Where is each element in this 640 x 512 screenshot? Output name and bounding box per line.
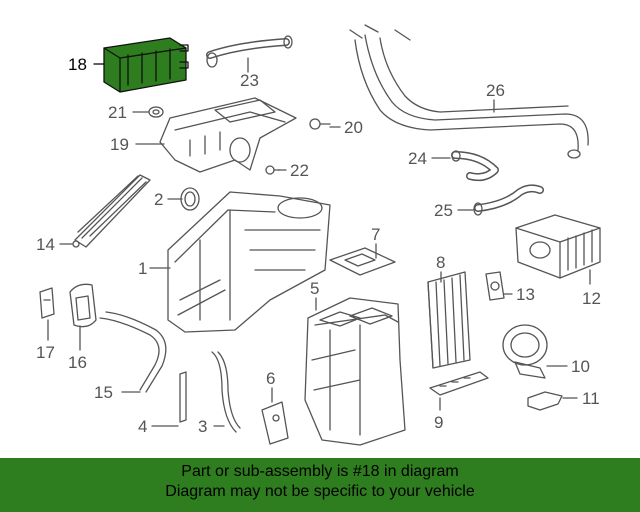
part-13-actuator[interactable] — [485, 271, 505, 301]
part-19-housing-cover[interactable] — [159, 97, 297, 173]
callout-2: 2 — [154, 190, 163, 209]
callout-21: 21 — [108, 103, 127, 122]
callout-10: 10 — [571, 357, 590, 376]
part-8-cabin-filter[interactable] — [427, 271, 471, 369]
callout-15: 15 — [94, 383, 113, 402]
part-16-sensor[interactable] — [69, 283, 97, 328]
part-26-pipes[interactable] — [349, 24, 589, 159]
part-6-bracket[interactable] — [261, 401, 289, 445]
callout-20: 20 — [344, 118, 363, 137]
callout-5: 5 — [310, 279, 319, 298]
part-7-seal[interactable] — [329, 247, 396, 276]
callout-12: 12 — [582, 289, 601, 308]
part-18-hvac-module[interactable] — [103, 37, 189, 93]
callout-26: 26 — [486, 81, 505, 100]
part-1-hvac-case[interactable] — [167, 191, 331, 333]
info-banner: Part or sub-assembly is #18 in diagram D… — [0, 458, 640, 512]
callout-3: 3 — [198, 417, 207, 436]
part-12-blower-housing[interactable] — [515, 214, 601, 279]
callout-11: 11 — [582, 389, 600, 408]
part-5-lower-case[interactable] — [304, 297, 406, 446]
part-15-drain-tube[interactable] — [99, 311, 167, 393]
callout-24: 24 — [408, 149, 427, 168]
banner-line-1: Part or sub-assembly is #18 in diagram — [181, 463, 459, 480]
part-14-heater-core[interactable] — [72, 174, 151, 248]
callout-19: 19 — [110, 135, 129, 154]
callout-9: 9 — [434, 413, 443, 432]
part-3-hose[interactable] — [211, 351, 241, 433]
part-25-hose[interactable] — [473, 184, 544, 216]
diagram-canvas: 18 23 21 19 20 22 24 25 26 2 14 1 7 5 8 … — [36, 24, 601, 446]
callout-14: 14 — [36, 235, 55, 254]
callout-22: 22 — [290, 161, 309, 180]
callout-labels: 18 23 21 19 20 22 24 25 26 2 14 1 7 5 8 … — [36, 55, 601, 436]
callout-7: 7 — [371, 225, 380, 244]
callout-6: 6 — [266, 369, 275, 388]
part-4-clip[interactable] — [179, 371, 187, 423]
part-2-grommet[interactable] — [180, 187, 200, 211]
callout-16: 16 — [68, 353, 87, 372]
callout-23: 23 — [240, 71, 259, 90]
part-11-sensor[interactable] — [527, 391, 563, 411]
banner-line-2: Diagram may not be specific to your vehi… — [165, 483, 475, 500]
callout-18: 18 — [68, 55, 87, 74]
leader-lines — [47, 57, 591, 427]
callout-4: 4 — [138, 417, 147, 436]
part-20-screw[interactable] — [309, 118, 331, 130]
callout-25: 25 — [434, 201, 453, 220]
part-23-hose[interactable] — [206, 35, 293, 68]
callout-1: 1 — [138, 259, 147, 278]
part-17-switch[interactable] — [39, 287, 55, 319]
part-9-bracket[interactable] — [429, 371, 489, 396]
part-24-hose[interactable] — [451, 150, 499, 182]
part-10-blower-motor[interactable] — [502, 324, 548, 379]
callout-8: 8 — [436, 253, 445, 272]
callout-13: 13 — [516, 285, 535, 304]
callout-17: 17 — [36, 343, 55, 362]
part-21-nut[interactable] — [148, 106, 164, 118]
